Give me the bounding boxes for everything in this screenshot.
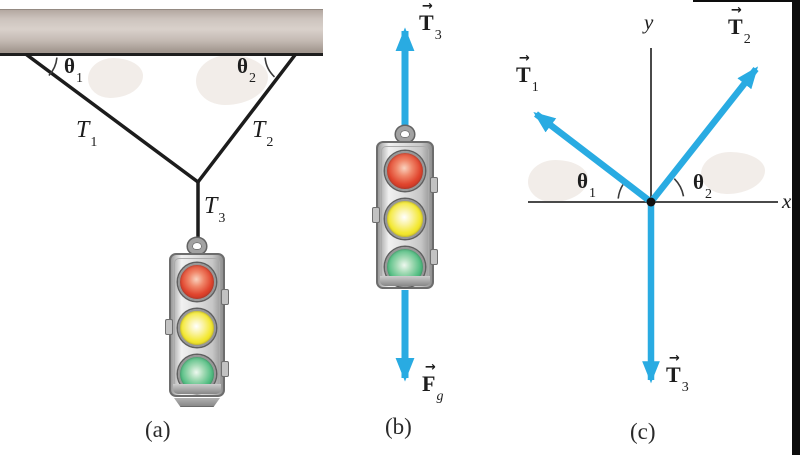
traffic-light-b — [372, 126, 438, 291]
side-visor-left — [165, 319, 173, 335]
t3-label-a: T3 — [204, 193, 226, 227]
side-visor-right-bottom — [430, 249, 438, 265]
theta1-arc-a — [48, 57, 58, 77]
red-light — [385, 151, 425, 191]
yellow-light — [178, 309, 216, 347]
caption-c: (c) — [630, 419, 656, 444]
vector-arrow-icon: → — [422, 0, 433, 14]
origin-dot — [646, 197, 656, 207]
t1-vector — [533, 111, 653, 205]
theta2-label-c: θ2 — [693, 170, 712, 203]
caption-a: (a) — [145, 417, 171, 442]
t1-vector-label-c: →T1 — [516, 51, 539, 96]
ceiling-bar — [0, 9, 323, 56]
theta1-arc-c — [617, 184, 624, 199]
vector-arrow-icon: → — [669, 351, 680, 366]
hanger-ring-icon — [396, 126, 414, 142]
fg-vector-label-b: →Fg — [422, 360, 444, 405]
t2-vector-label-c: →T2 — [728, 3, 751, 48]
traffic-light-shadow — [174, 398, 220, 407]
theta1-label-c: θ1 — [577, 169, 596, 202]
traffic-light-base-band — [380, 276, 430, 286]
right-edge-artifact — [792, 0, 800, 455]
t1-label-a: T1 — [76, 117, 98, 151]
cable-t2 — [196, 53, 297, 184]
vector-arrow-icon: → — [519, 51, 530, 66]
side-visor-right-top — [430, 177, 438, 193]
traffic-light-body — [372, 141, 438, 289]
theta2-arc-a — [264, 57, 276, 78]
hanger-ring-icon — [188, 238, 206, 254]
t3-vector-label-b: →T3 — [419, 0, 442, 44]
x-axis-label: x — [782, 189, 792, 213]
theta2-arc-c — [673, 178, 685, 197]
red-light — [178, 263, 216, 301]
t3-vector-label-c: →T3 — [666, 351, 689, 396]
yellow-light — [385, 199, 425, 239]
cable-t1 — [25, 53, 200, 184]
traffic-light-a — [165, 238, 229, 410]
traffic-light-body — [165, 253, 229, 397]
y-axis-label: y — [644, 10, 654, 34]
traffic-light-base-band — [173, 384, 221, 394]
t2-vector — [648, 66, 759, 205]
side-visor-left — [372, 207, 380, 223]
vector-arrow-icon: → — [425, 360, 436, 375]
top-edge-artifact — [693, 0, 800, 2]
caption-b: (b) — [385, 414, 412, 439]
theta2-label-a: θ2 — [237, 54, 256, 87]
vector-arrow-icon: → — [731, 3, 742, 18]
theta1-label-a: θ1 — [64, 54, 83, 87]
t2-label-a: T2 — [252, 117, 274, 151]
side-visor-right-bottom — [221, 361, 229, 377]
side-visor-right-top — [221, 289, 229, 305]
